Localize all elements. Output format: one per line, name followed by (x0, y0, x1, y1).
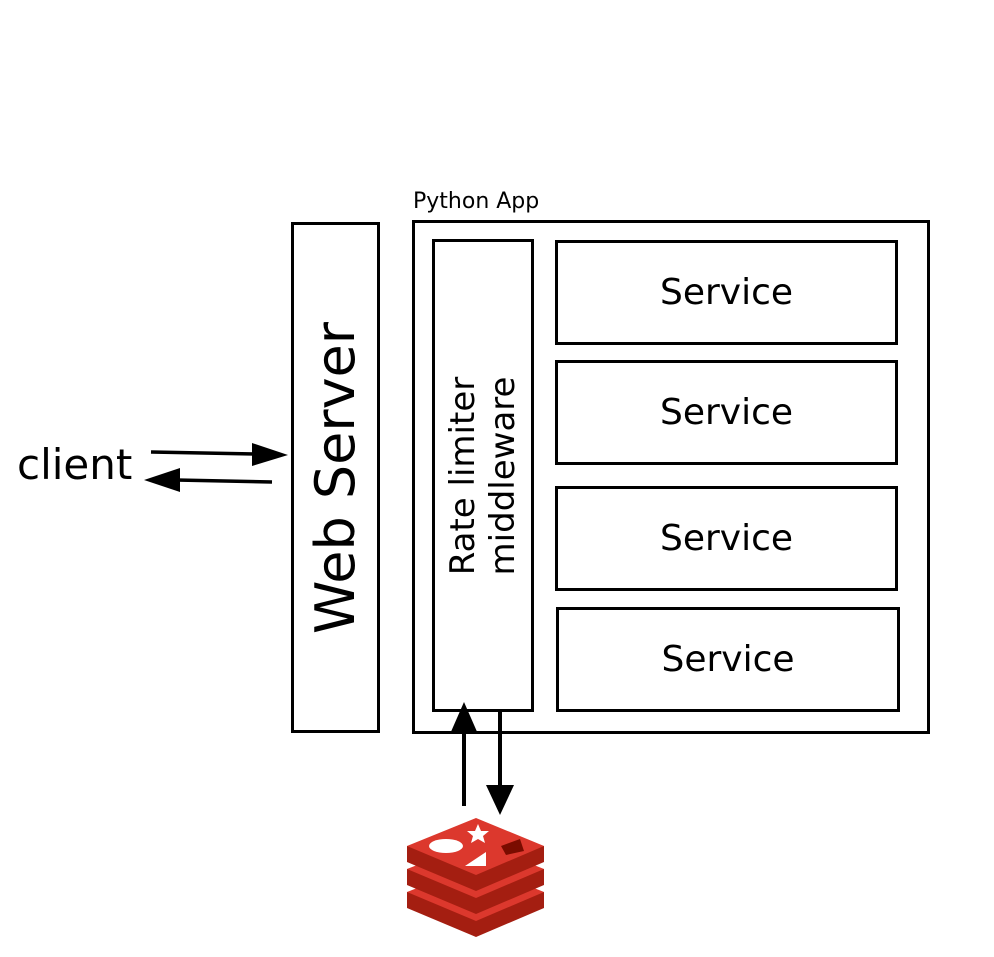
redis-logo-icon (407, 818, 544, 937)
client-label: client (17, 440, 133, 489)
response-arrow (144, 468, 273, 492)
service-label: Service (659, 518, 794, 559)
web-server-box: Web Server (291, 222, 380, 733)
rate-limiter-middleware-box: Rate limiter middleware (432, 239, 534, 712)
service-label: Service (661, 639, 795, 680)
service-label: Service (659, 392, 794, 433)
service-box-4: Service (556, 607, 900, 712)
middleware-to-redis-arrow (486, 712, 514, 815)
service-box-2: Service (555, 360, 898, 465)
redis-to-middleware-arrow (450, 702, 478, 806)
request-arrow (150, 443, 288, 466)
service-label: Service (659, 272, 794, 313)
python-app-title: Python App (413, 189, 540, 214)
service-box-1: Service (555, 240, 898, 345)
service-box-3: Service (555, 486, 898, 591)
